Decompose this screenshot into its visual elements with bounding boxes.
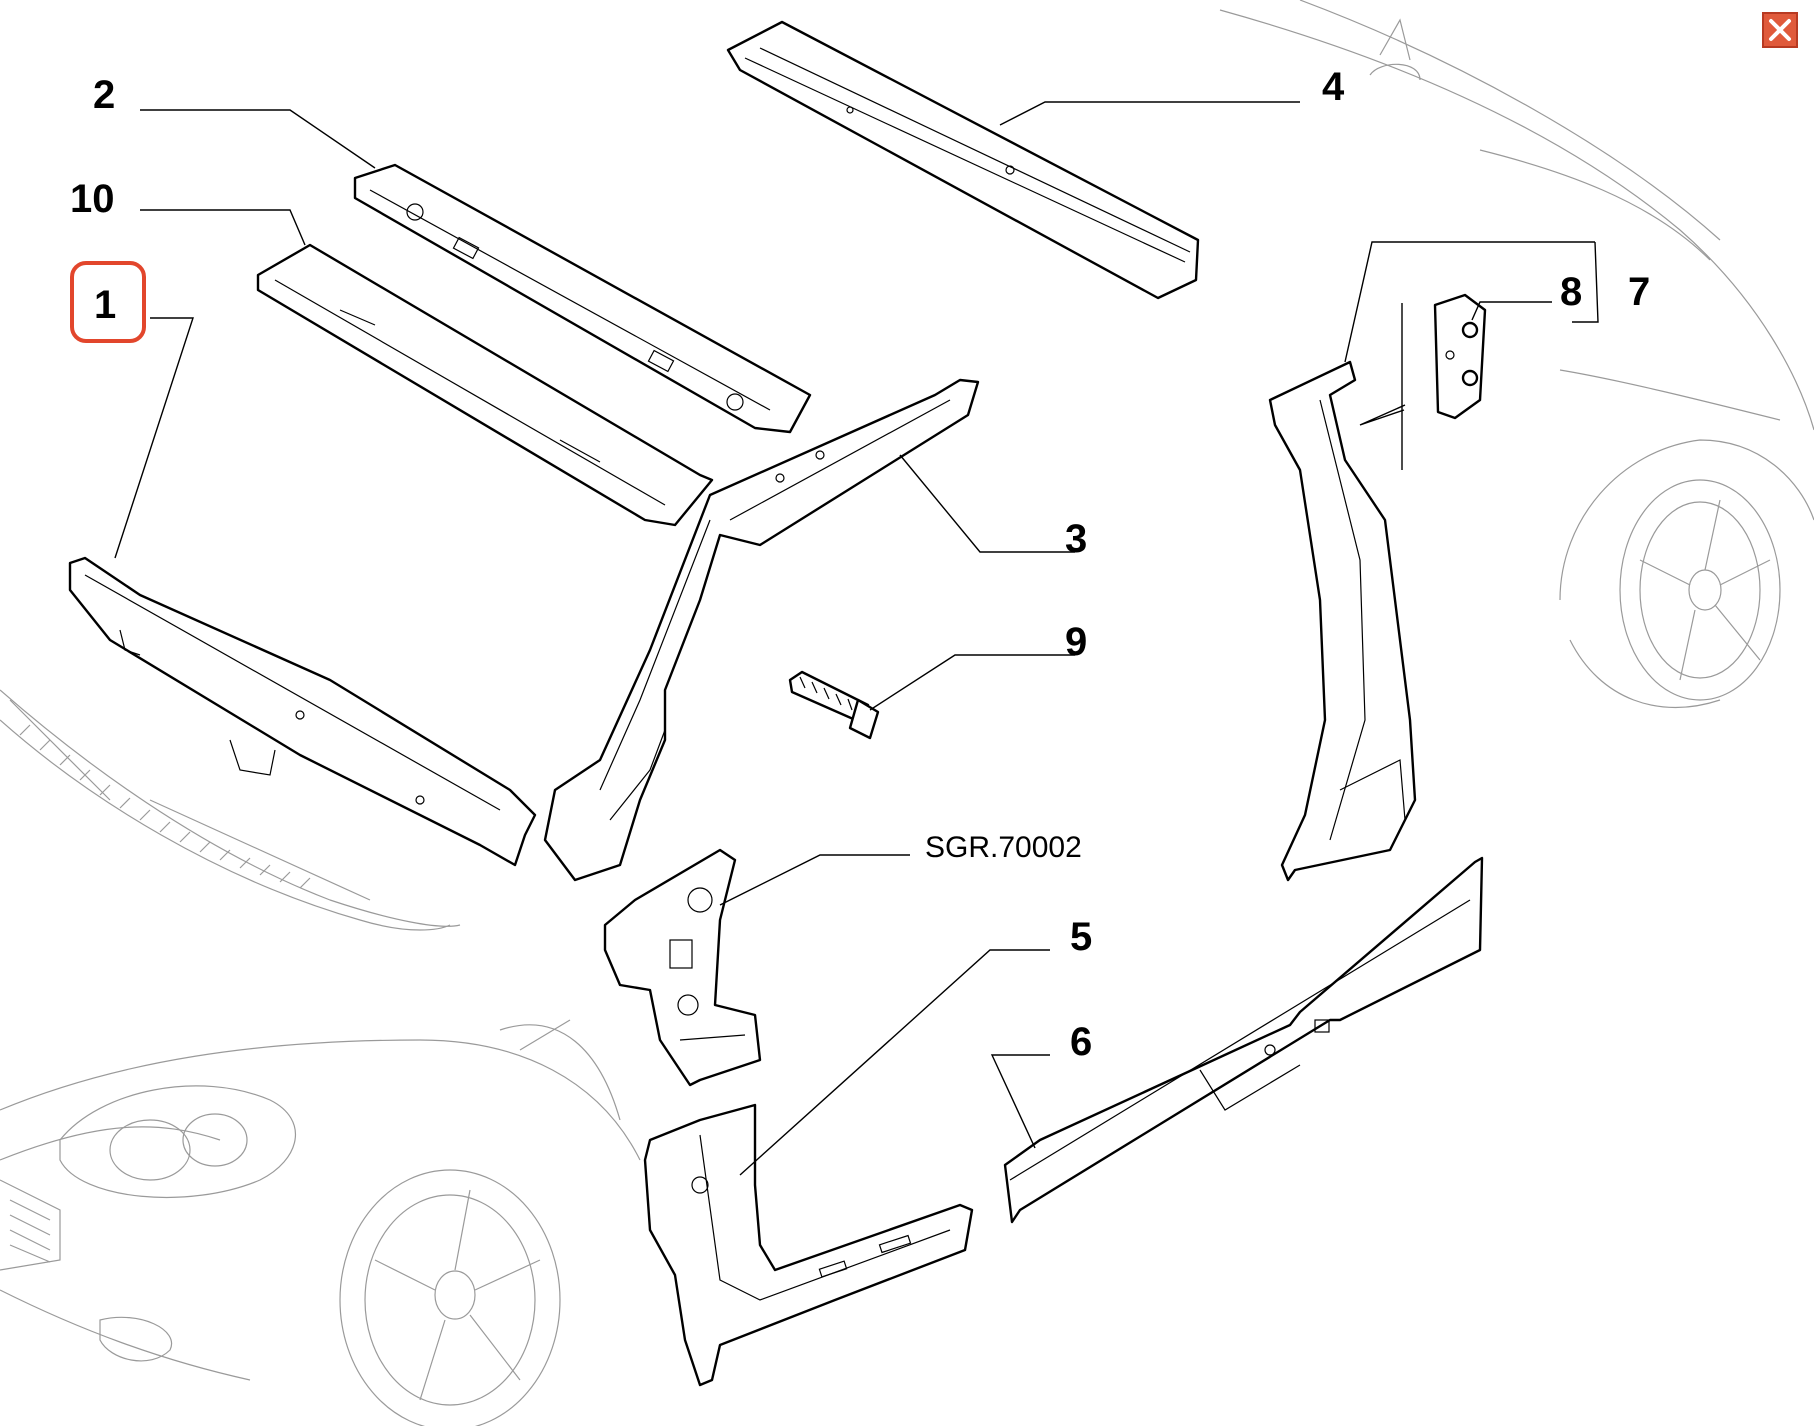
part-10-windshield-header[interactable] [256, 243, 714, 527]
callout-3[interactable]: 3 [1065, 517, 1087, 561]
callout-7[interactable]: 7 [1628, 270, 1650, 314]
part-4-roof-rear-crossmember[interactable] [726, 20, 1200, 300]
part-8-bracket[interactable] [1433, 293, 1487, 420]
leader-lines [114, 101, 1599, 1176]
callout-2[interactable]: 2 [93, 73, 115, 117]
car-outline-rear [1219, 0, 1814, 708]
callout-6[interactable]: 6 [1070, 1020, 1092, 1064]
selected-callout-highlight [70, 261, 146, 343]
callout-4[interactable]: 4 [1322, 65, 1345, 109]
part-6-sill-outer[interactable] [1003, 856, 1484, 1224]
part-9-bolt[interactable] [788, 670, 880, 740]
callout-10[interactable]: 10 [70, 177, 115, 221]
close-button[interactable] [1762, 12, 1798, 48]
part-1-cowl-panel[interactable] [68, 556, 537, 867]
callout-1[interactable]: 1 [94, 283, 116, 327]
callout-sgr70002[interactable]: SGR.70002 [925, 831, 1082, 864]
wheel-rear [1619, 479, 1781, 701]
callout-5[interactable]: 5 [1070, 915, 1092, 959]
part-2-roof-front-crossmember[interactable] [353, 163, 812, 434]
part-5-sill-inner[interactable] [643, 1103, 974, 1387]
part-7-b-pillar[interactable] [1268, 360, 1417, 882]
close-icon [1769, 19, 1791, 41]
callout-labels: 2 10 1 4 3 9 SGR.70002 5 6 8 7 [70, 65, 1650, 1064]
wheel-front [339, 1169, 561, 1426]
wiper-panel [0, 689, 461, 931]
part-sgr70002-a-pillar-reinforcement[interactable] [603, 848, 762, 1087]
part-3-a-pillar-roof-rail[interactable] [543, 378, 980, 882]
callout-9[interactable]: 9 [1065, 620, 1087, 664]
car-outline-front [0, 1019, 641, 1381]
callout-8[interactable]: 8 [1560, 270, 1582, 314]
